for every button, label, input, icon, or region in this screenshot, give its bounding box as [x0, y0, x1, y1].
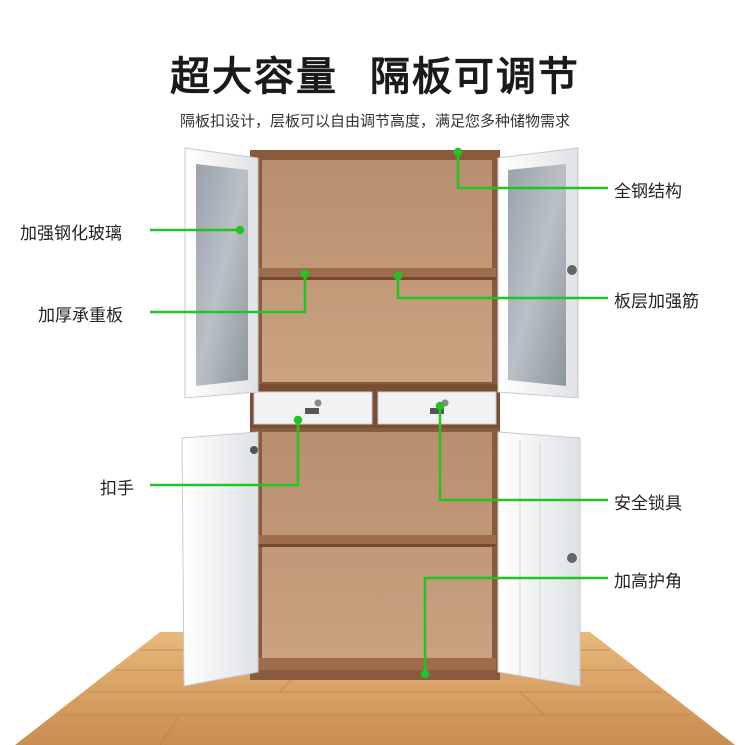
- callout-all-steel: 全钢结构: [614, 182, 682, 202]
- upper-left-glass-door: [184, 147, 259, 399]
- lower-right-door: [497, 431, 581, 687]
- callout-lines: [150, 147, 608, 679]
- lower-left-door: [181, 431, 259, 687]
- callout-tempered-glass: 加强钢化玻璃: [20, 224, 122, 244]
- callout-shelf-rib: 板层加强筋: [614, 292, 699, 312]
- page-subtitle: 隔板扣设计，层板可以自由调节高度，满足您多种储物需求: [179, 112, 570, 130]
- callout-corner: 加高护角: [614, 572, 682, 592]
- upper-right-glass-door: [497, 147, 579, 399]
- cabinet-body: [250, 150, 500, 680]
- callout-handle: 扣手: [100, 479, 134, 499]
- callout-thick-shelf: 加厚承重板: [38, 306, 123, 326]
- page-title: 超大容量 隔板可调节: [170, 54, 580, 100]
- callout-lock: 安全锁具: [614, 494, 682, 514]
